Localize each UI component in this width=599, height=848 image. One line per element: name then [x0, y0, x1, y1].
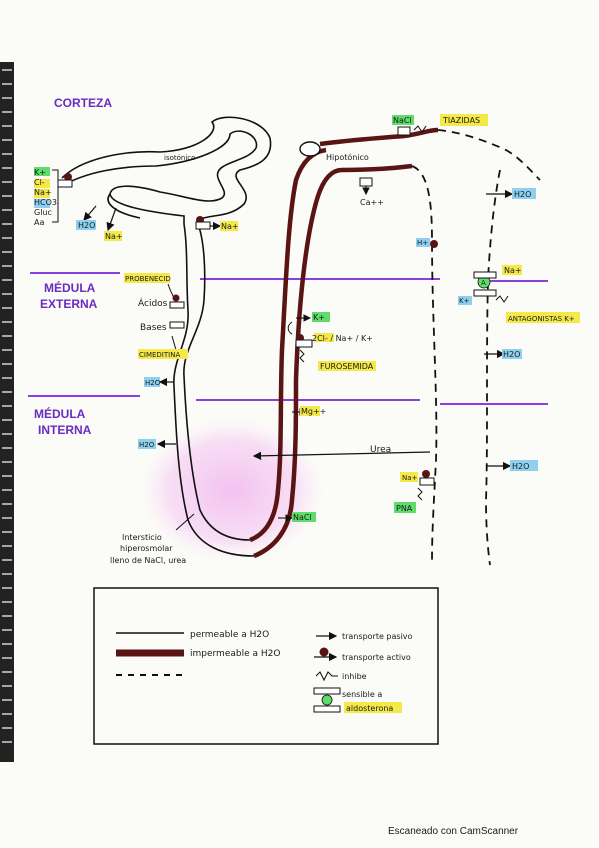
active-transport-icon — [172, 294, 180, 302]
active-transport-icon — [422, 470, 430, 478]
passive-arrow — [83, 205, 97, 221]
ascending-limb-outer — [249, 147, 327, 543]
furosemide-label: FUROSEMIDA — [320, 362, 374, 371]
segment-label-isotonic: isotónico — [164, 154, 195, 162]
interstitium-label-2: hiperosmolar — [120, 544, 173, 553]
proximal-tubule-loop — [107, 193, 141, 219]
passive-arrow — [106, 207, 117, 232]
descending-limb-inner — [173, 223, 255, 557]
recycle-arrow — [287, 321, 293, 335]
inhibit-arrow — [167, 283, 175, 299]
acids-label: Ácidos — [138, 297, 168, 309]
legend-permeable: permeable a H2O — [190, 630, 269, 640]
distal-tubule-upper — [319, 127, 439, 147]
exchanger-icon — [397, 126, 411, 136]
legend-inhibit: inhibe — [342, 672, 367, 681]
zone-label-cortex: CORTEZA — [54, 96, 112, 110]
collecting-h2o-top-label: H2O — [514, 190, 531, 199]
legend: permeable a H2O impermeable a H2O transp… — [93, 587, 439, 745]
collecting-duct-right — [485, 169, 501, 566]
ascending-nacl-label: NaCl — [293, 513, 312, 522]
legend-active: transporte activo — [342, 653, 411, 662]
proximal-tubule-inner — [61, 130, 258, 224]
collecting-duct-upper — [437, 129, 541, 181]
active-transport-icon — [430, 240, 438, 248]
collecting-h2o-low-label: H2O — [512, 462, 529, 471]
aldosterone-marker: A — [481, 279, 486, 287]
footer-watermark: Escaneado con CamScanner — [388, 826, 519, 837]
exchanger-icon — [295, 339, 313, 348]
zone-label-inner-medulla-2: INTERNA — [38, 423, 92, 437]
ascending-mg-label: Mg++ — [301, 407, 326, 416]
inhibit-arrow — [417, 487, 423, 501]
zone-dividers — [28, 272, 548, 405]
proximal-tubule-outer — [61, 116, 272, 224]
inhibit-arrow — [299, 349, 305, 363]
cimetidina-label: CIMEDITINA — [139, 351, 180, 359]
distal-tubule-lower — [341, 163, 413, 173]
probenecid-label: PROBENECID — [125, 275, 171, 283]
exchanger-icon — [169, 321, 185, 329]
active-transport-icon — [64, 173, 72, 181]
collecting-duct-left — [411, 165, 438, 561]
urea-label: Urea — [370, 445, 391, 455]
proximal-na-right-label: Na+ — [221, 222, 239, 231]
reabsorbed-item: Aa — [34, 218, 44, 227]
reabsorbed-item: Na+ — [34, 188, 52, 197]
bases-label: Bases — [140, 323, 167, 333]
reabsorbed-item: Cl- — [34, 178, 45, 187]
cotransporter-label: 2Cl- / Na+ / K+ — [312, 334, 373, 343]
distal-nacl-label: NaCl — [393, 116, 412, 125]
antagonists-label: ANTAGONISTAS K+ — [508, 315, 575, 323]
inhibit-arrow — [171, 335, 177, 351]
descending-h2o-lower-label: H2O — [139, 441, 155, 449]
interstitium-label-1: Intersticio — [122, 533, 162, 542]
reabsorbed-item: HCO3 — [34, 198, 57, 207]
inhibit-arrow — [495, 295, 509, 303]
reabsorbed-item: Gluc — [34, 208, 52, 217]
exchanger-icon — [57, 179, 73, 188]
interstitium-label-3: lleno de NaCl, urea — [110, 556, 186, 565]
exchanger-icon — [195, 221, 211, 230]
collecting-na-label: Na+ — [504, 266, 522, 275]
passive-arrow — [252, 451, 431, 461]
exchanger-icon — [419, 477, 435, 486]
reabsorbed-item: K+ — [34, 168, 46, 177]
exchanger-icon — [473, 289, 497, 297]
distal-ca-label: Ca++ — [360, 198, 384, 207]
thiazides-label: TIAZIDAS — [442, 116, 480, 125]
exchanger-icon — [169, 301, 185, 309]
reabsorbed-list: K+ Cl- Na+ HCO3 Gluc Aa — [34, 167, 59, 227]
collecting-h2o-mid-label: H2O — [503, 350, 520, 359]
legend-passive: transporte pasivo — [342, 632, 413, 641]
proximal-h2o-label: H2O — [78, 221, 95, 230]
exchanger-icon — [359, 177, 373, 187]
collecting-k-label: K+ — [459, 297, 470, 305]
spiral-binding — [0, 62, 14, 762]
inhibit-arrow — [413, 125, 427, 133]
legend-sensitive-2: aldosterona — [346, 704, 393, 713]
exchanger-icon — [473, 271, 497, 279]
zone-label-outer-medulla-1: MÉDULA — [44, 280, 96, 295]
collecting-na-low-label: Na+ — [402, 474, 418, 482]
pna-label: PNA — [396, 504, 413, 513]
legend-sensitive-1: sensible a — [342, 690, 382, 699]
pointer-line — [175, 513, 195, 531]
proximal-na-label: Na+ — [105, 232, 123, 241]
descending-h2o-label: H2O — [145, 379, 161, 387]
legend-impermeable: impermeable a H2O — [190, 649, 280, 659]
zone-label-inner-medulla-1: MÉDULA — [34, 406, 86, 421]
segment-label-hypotonic: Hipotónico — [326, 152, 369, 162]
ascending-k-label: K+ — [313, 313, 325, 322]
macula-densa — [299, 141, 321, 157]
descending-limb-outer — [183, 223, 251, 541]
collecting-h-label: H+ — [417, 239, 428, 247]
zone-label-outer-medulla-2: EXTERNA — [40, 297, 98, 311]
